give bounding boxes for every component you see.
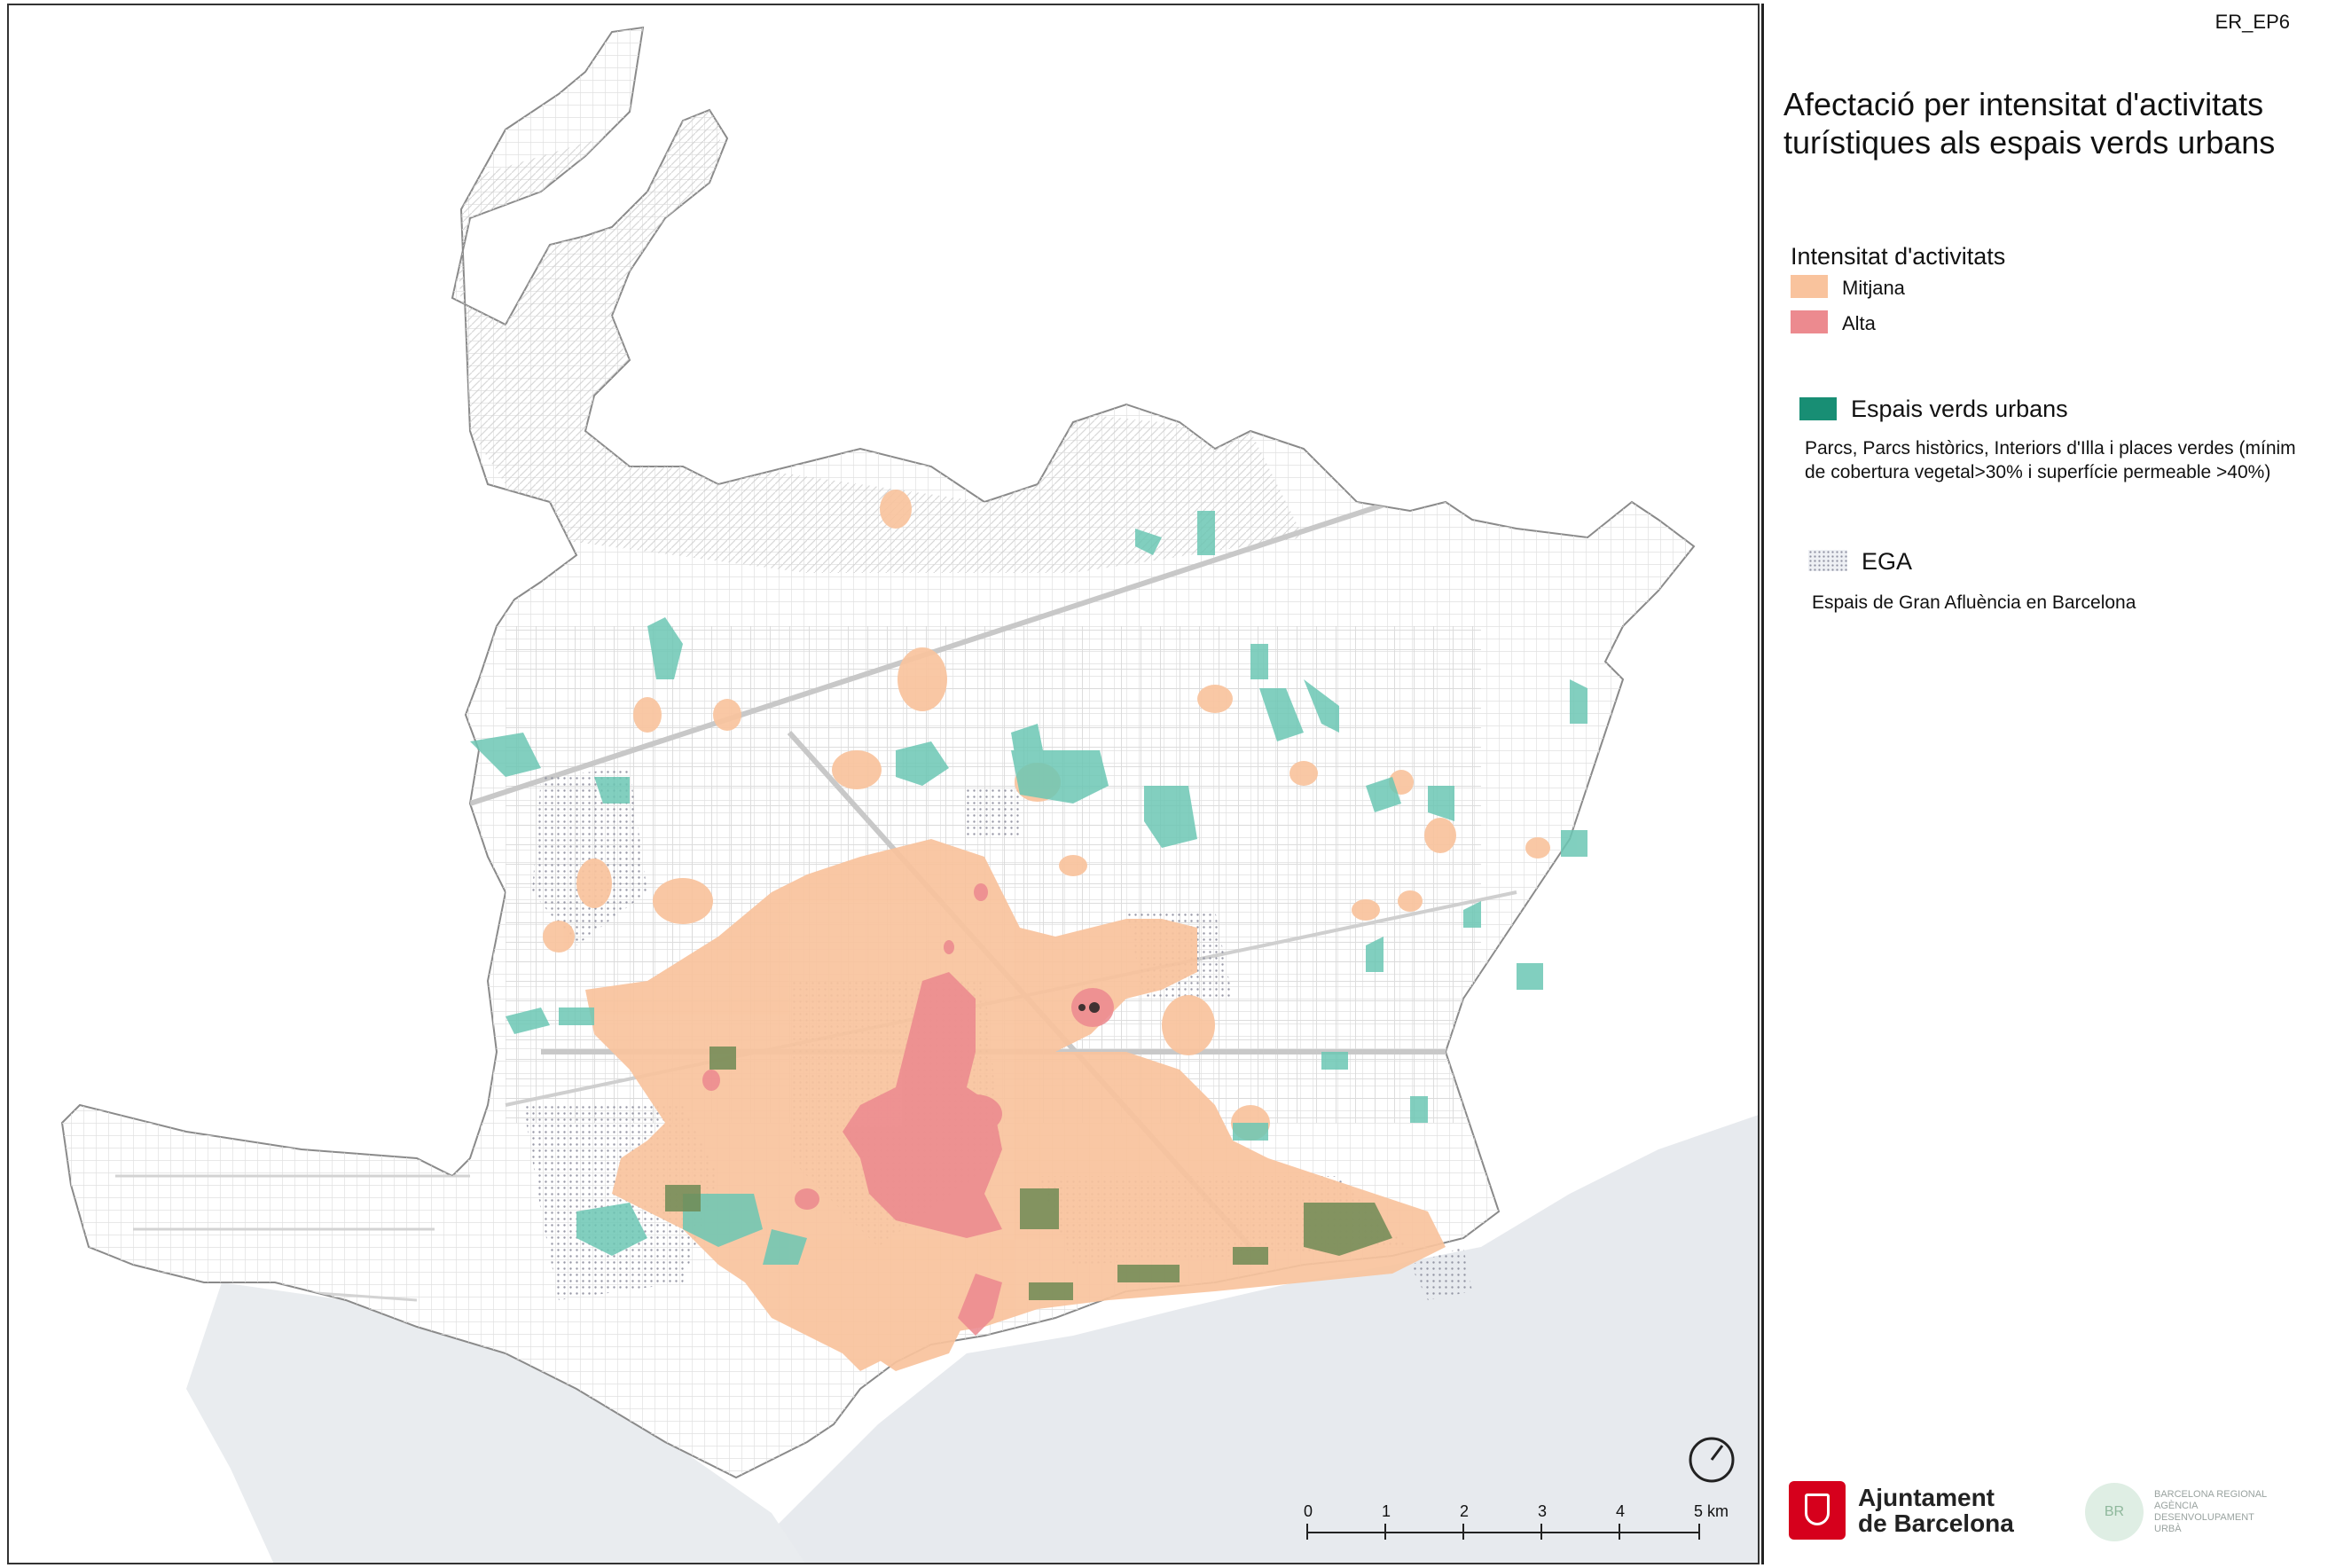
ega-swatch	[1808, 550, 1847, 571]
map-title: Afectació per intensitat d'activitats tu…	[1783, 86, 2276, 161]
green-in-intensity-zones	[665, 1002, 1392, 1300]
map-code: ER_EP6	[2214, 11, 2290, 33]
scale-tick-0: 0	[1304, 1502, 1313, 1520]
sea-area	[740, 1115, 1758, 1563]
scale-bar: 0 1 2 3 4 5 km	[1304, 1502, 1728, 1540]
ega-description: Espais de Gran Afluència en Barcelona	[1812, 592, 2136, 613]
br-line1: BARCELONA REGIONAL	[2154, 1489, 2268, 1500]
north-arrow-icon	[1689, 1437, 1735, 1483]
scale-tick-1: 1	[1382, 1502, 1391, 1520]
port-area	[186, 1282, 805, 1563]
map-frame[interactable]: 0 1 2 3 4 5 km	[7, 4, 1760, 1564]
green-spaces	[470, 511, 1587, 1265]
intensity-heading: Intensitat d'activitats	[1791, 243, 2006, 270]
medium-label: Mitjana	[1842, 277, 1905, 299]
br-line2: AGÈNCIA DESENVOLUPAMENT URBÀ	[2154, 1501, 2254, 1534]
barcelona-regional-logo: BR BARCELONA REGIONAL AGÈNCIA DESENVOLUP…	[2085, 1483, 2278, 1541]
scale-tick-2: 2	[1460, 1502, 1469, 1520]
high-swatch	[1791, 310, 1828, 333]
map-canvas[interactable]: 0 1 2 3 4 5 km	[9, 5, 1760, 1564]
green-description: Parcs, Parcs històrics, Interiors d'Illa…	[1805, 438, 2296, 482]
green-swatch	[1799, 397, 1837, 420]
br-badge-icon: BR	[2085, 1483, 2144, 1541]
ajuntament-line2: de Barcelona	[1858, 1509, 2014, 1537]
barcelona-shield-icon	[1789, 1481, 1846, 1540]
scale-tick-5: 5 km	[1694, 1502, 1728, 1520]
ega-heading: EGA	[1862, 548, 1913, 575]
legend-panel: ER_EP6 Afectació per intensitat d'activi…	[1761, 4, 2332, 1564]
green-heading: Espais verds urbans	[1851, 396, 2068, 422]
ajuntament-line1: Ajuntament	[1858, 1484, 1995, 1511]
scale-tick-4: 4	[1616, 1502, 1625, 1520]
high-intensity-zones	[702, 883, 1114, 1336]
high-label: Alta	[1842, 312, 1876, 334]
ajuntament-logo: Ajuntament de Barcelona	[1789, 1481, 2014, 1540]
medium-swatch	[1791, 275, 1828, 298]
scale-tick-3: 3	[1538, 1502, 1547, 1520]
